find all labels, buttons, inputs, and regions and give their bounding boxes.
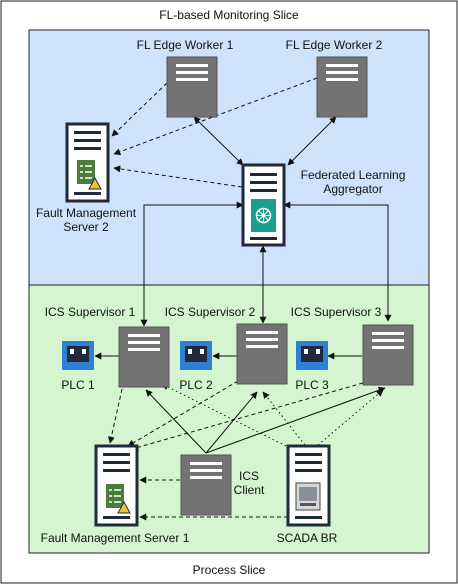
warning-icon — [117, 500, 131, 514]
link-client-supervisor1 — [145, 389, 207, 454]
ics-supervisor-1-server-icon — [118, 326, 170, 388]
fault-mgmt-server-2-label: Fault Management Server 2 — [35, 206, 137, 234]
dash-aggregator-fms2 — [113, 165, 243, 188]
scada-br-server-icon — [286, 444, 331, 527]
link-aggregator-supervisor1 — [140, 201, 244, 327]
dash-supervisor2-fms1 — [127, 380, 239, 447]
link-client-supervisor2 — [205, 391, 258, 454]
fault-mgmt-server-2-icon — [65, 122, 110, 203]
process-slice-title: Process Slice — [192, 563, 266, 577]
dot-scada-supervisor1 — [161, 383, 291, 449]
ics-supervisor-2-label: ICS Supervisor 2 — [164, 305, 256, 319]
fl-aggregator-server-icon — [241, 163, 286, 247]
link-worker2-aggregator — [287, 116, 337, 166]
ics-client-server-icon — [180, 454, 232, 516]
connectors — [94, 77, 392, 521]
plc-2-icon — [180, 341, 212, 370]
ics-client-label: ICS Client — [233, 469, 265, 497]
ics-supervisor-1-label: ICS Supervisor 1 — [44, 305, 136, 319]
ics-supervisor-2-server-icon — [236, 323, 288, 385]
plc-3-label: PLC 3 — [295, 378, 329, 392]
plc-2-label: PLC 2 — [179, 378, 213, 392]
fl-edge-worker-1-server-icon — [166, 56, 218, 118]
fl-edge-worker-2-label: FL Edge Worker 2 — [285, 38, 383, 52]
link-client-supervisor3 — [205, 386, 386, 454]
dash-supervisor3-fms1 — [131, 382, 364, 451]
fl-edge-worker-1-label: FL Edge Worker 1 — [136, 38, 234, 52]
fl-edge-worker-2-server-icon — [316, 56, 368, 118]
dash-worker1-fms2 — [111, 82, 168, 137]
link-worker1-aggregator — [193, 116, 244, 166]
warning-icon — [88, 176, 102, 190]
monitoring-slice-title: FL-based Monitoring Slice — [159, 8, 299, 22]
scada-br-label: SCADA BR — [276, 531, 338, 545]
link-aggregator-supervisor3 — [283, 201, 392, 322]
fault-mgmt-server-1-label: Fault Management Server 1 — [40, 531, 190, 545]
plc-1-label: PLC 1 — [61, 378, 95, 392]
plc-3-icon — [296, 341, 328, 370]
ics-supervisor-3-server-icon — [362, 324, 414, 386]
plc-1-icon — [62, 341, 94, 370]
ics-supervisor-3-label: ICS Supervisor 3 — [290, 305, 382, 319]
dash-supervisor1-fms1 — [107, 388, 123, 444]
fault-mgmt-server-1-icon — [94, 444, 139, 527]
fl-aggregator-label: Federated Learning Aggregator — [300, 168, 406, 196]
dot-scada-supervisor3 — [317, 389, 384, 446]
